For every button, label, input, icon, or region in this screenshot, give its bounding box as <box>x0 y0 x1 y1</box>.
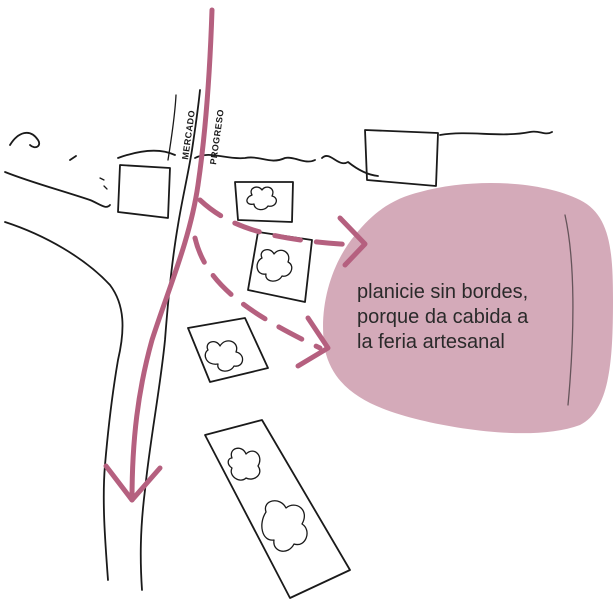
dashed-arrow-1 <box>197 197 358 248</box>
annotation-line-2: porque da cabida a <box>357 306 529 328</box>
top-edge-line <box>9 130 553 177</box>
shrub-4 <box>227 447 261 481</box>
annotation-bubble <box>323 182 613 434</box>
left-road-upper-edge <box>4 171 111 208</box>
shrub-2 <box>256 248 293 282</box>
shrub-1 <box>246 186 277 211</box>
main-flow-arrow <box>129 7 215 503</box>
left-road-dots <box>99 177 108 190</box>
main-road-left-edge <box>167 94 177 161</box>
annotation-line-3: la feria artesanal <box>357 331 505 353</box>
planter-4 <box>204 419 351 599</box>
shrub-5 <box>261 500 308 552</box>
left-building <box>117 164 171 219</box>
dashed-arrow-2 <box>192 235 323 351</box>
main-road-right-edge <box>139 89 201 591</box>
dashed-arrowhead-2 <box>295 315 331 369</box>
left-road-lower-edge <box>4 221 124 581</box>
annotation-note: planicie sin bordes, porque da cabida a … <box>357 280 612 355</box>
top-right-building <box>364 129 439 187</box>
planter-1 <box>234 181 294 223</box>
main-flow-arrowhead <box>103 463 163 503</box>
annotation-line-1: planicie sin bordes, <box>357 281 529 303</box>
shrub-3 <box>204 340 244 372</box>
dashed-arrowhead-1 <box>337 215 368 268</box>
planter-3 <box>187 317 269 383</box>
bubble-crease <box>564 214 574 406</box>
